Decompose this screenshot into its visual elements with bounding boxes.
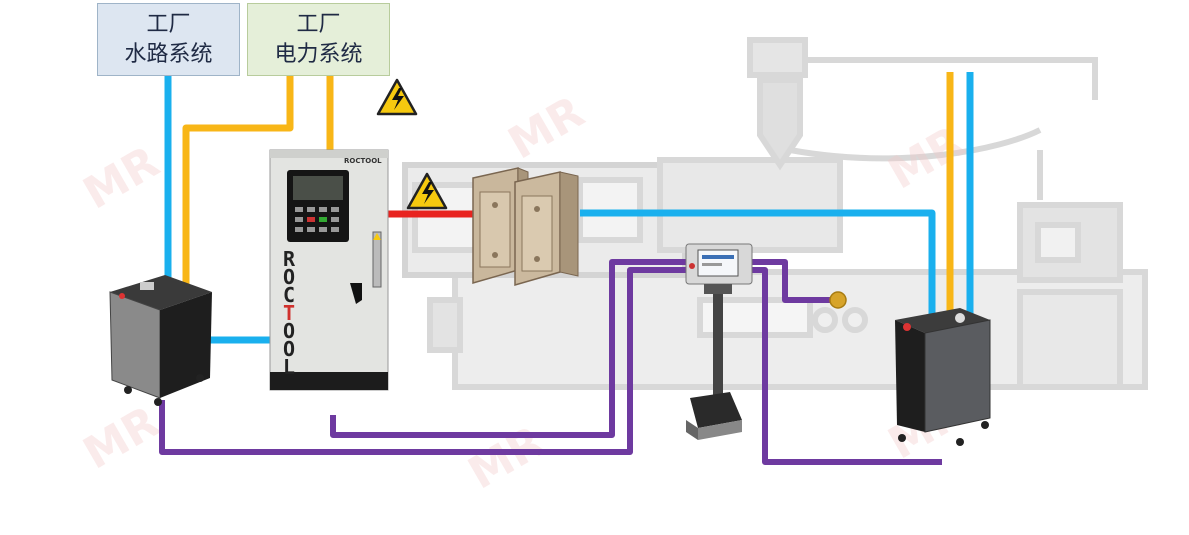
cabinet-letter: O xyxy=(283,319,295,343)
cabinet-letter: O xyxy=(283,265,295,289)
cabinet-letter: R xyxy=(283,247,296,271)
temperature-control-unit-right xyxy=(895,308,991,446)
svg-text:MR: MR xyxy=(75,397,168,480)
water-lines xyxy=(164,72,974,344)
cabinet-letter: T xyxy=(283,301,295,325)
temperature-control-unit-left xyxy=(109,275,212,406)
svg-text:MR: MR xyxy=(500,87,593,170)
svg-text:MR: MR xyxy=(75,137,168,220)
high-voltage-warning-icon xyxy=(376,78,418,116)
cabinet-letter: O xyxy=(283,337,295,361)
signal-line-chiller xyxy=(752,267,942,465)
signal-line-heater xyxy=(159,267,690,455)
power-label-line1: 工厂 xyxy=(296,11,341,37)
heated-mold xyxy=(472,167,579,286)
control-pendant-stand xyxy=(685,243,753,440)
water-label-line1: 工厂 xyxy=(146,11,191,37)
cabinet-letter: C xyxy=(283,283,295,307)
factory-power-system-label: 工厂 电力系统 xyxy=(247,3,390,76)
svg-text:MR: MR xyxy=(880,117,973,200)
water-label-line2: 水路系统 xyxy=(124,41,213,67)
high-voltage-warning-icon xyxy=(406,172,448,210)
cabinet-brand: ROCTOOL xyxy=(344,157,382,165)
svg-text:MR: MR xyxy=(460,417,553,500)
mold-plate-right xyxy=(514,171,579,286)
water-line-mold-to-chiller xyxy=(580,209,936,320)
factory-water-system-label: 工厂 水路系统 xyxy=(97,3,240,76)
power-line-heater xyxy=(182,76,294,290)
sensor-dot xyxy=(829,291,847,309)
cabinet-letter: L xyxy=(283,355,295,379)
power-label-line2: 电力系统 xyxy=(274,41,363,67)
signal-lines xyxy=(159,259,942,465)
roctool-generator-cabinet: ROCTOOL R O C T O O L xyxy=(269,149,389,391)
power-lines xyxy=(182,72,954,320)
signal-line-cabinet xyxy=(330,259,690,438)
signal-line-sensor xyxy=(752,259,835,303)
cabinet-vertical-text: R O C T O O L xyxy=(283,247,296,379)
